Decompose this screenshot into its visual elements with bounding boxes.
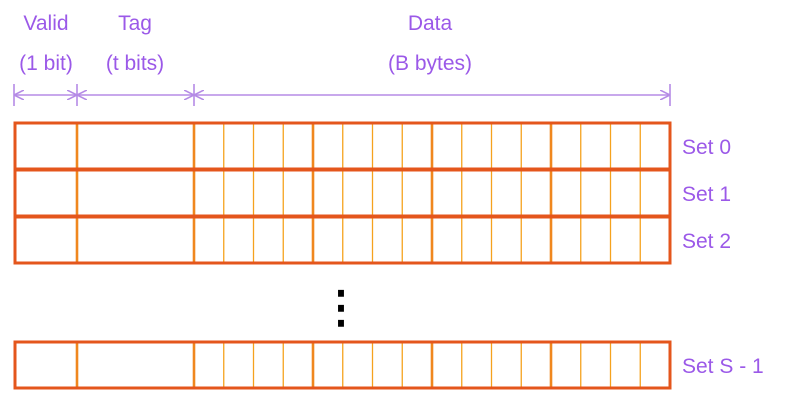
cache-set-row: Set 0: [13, 121, 731, 171]
vertical-ellipsis: ⋮: [319, 283, 363, 332]
cache-set-rows: Set 0 Set 1 Set 2 Set S - 1: [13, 121, 764, 390]
tag-field-size: (t bits): [106, 52, 164, 75]
set-label: Set 0: [682, 136, 731, 159]
dimension-arrows: [13, 84, 671, 106]
set-label: Set 2: [682, 230, 731, 253]
cache-set-row: Set 1: [13, 168, 731, 218]
data-field-size: (B bytes): [388, 52, 472, 75]
set-label: Set S - 1: [682, 355, 764, 378]
valid-field-size: (1 bit): [19, 52, 73, 75]
data-field-title: Data: [408, 12, 453, 35]
cache-line-outline: [13, 215, 672, 265]
valid-field-title: Valid: [23, 12, 68, 35]
tag-field-title: Tag: [118, 12, 152, 35]
set-label: Set 1: [682, 183, 731, 206]
cache-set-row: Set 2: [13, 215, 731, 265]
cache-line-outline: [13, 340, 672, 390]
cache-set-row: Set S - 1: [13, 340, 764, 390]
